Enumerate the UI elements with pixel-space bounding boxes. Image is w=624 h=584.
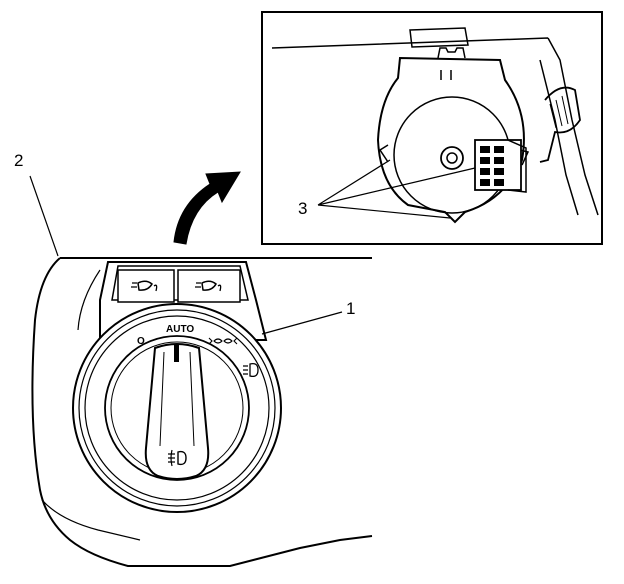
dial-position-marks: O AUTO — [137, 324, 259, 378]
knob-indicator-mark — [174, 344, 179, 362]
headlamp-leveling-button-right — [177, 269, 241, 303]
callout-2-leader — [29, 175, 59, 257]
callout-3: 3 — [298, 199, 307, 218]
position-off-label: O — [137, 336, 145, 347]
callout-3-leaders — [317, 159, 476, 219]
parking-lamp-icon — [208, 337, 238, 345]
instrument-panel — [31, 257, 373, 567]
headlamp-leveling-button-left — [117, 269, 175, 303]
headlamp-icon — [243, 362, 259, 378]
curved-arrow-icon — [173, 171, 241, 245]
inset-connector-view: 3 — [261, 11, 603, 245]
panel-inner-contour — [41, 269, 141, 541]
housing-top-clip — [437, 47, 466, 59]
panel-outline — [31, 257, 373, 567]
inset-bracket-hatch — [549, 95, 569, 129]
housing-tabs — [378, 70, 530, 166]
callout-1-leader — [261, 311, 343, 335]
callout-2: 2 — [14, 151, 23, 170]
fog-lamp-icon — [168, 449, 187, 467]
headlamp-leveling-icon — [131, 280, 158, 292]
position-auto-label: AUTO — [166, 324, 194, 335]
inset-trim-edge — [409, 27, 469, 48]
center-shaft-inner — [446, 152, 458, 164]
electrical-connector — [474, 139, 527, 193]
callout-1: 1 — [346, 299, 355, 318]
headlamp-leveling-icon — [195, 280, 222, 292]
inset-bracket — [539, 86, 581, 163]
inset-panel-lines — [271, 37, 599, 216]
headlamp-switch-knob[interactable] — [144, 343, 210, 480]
